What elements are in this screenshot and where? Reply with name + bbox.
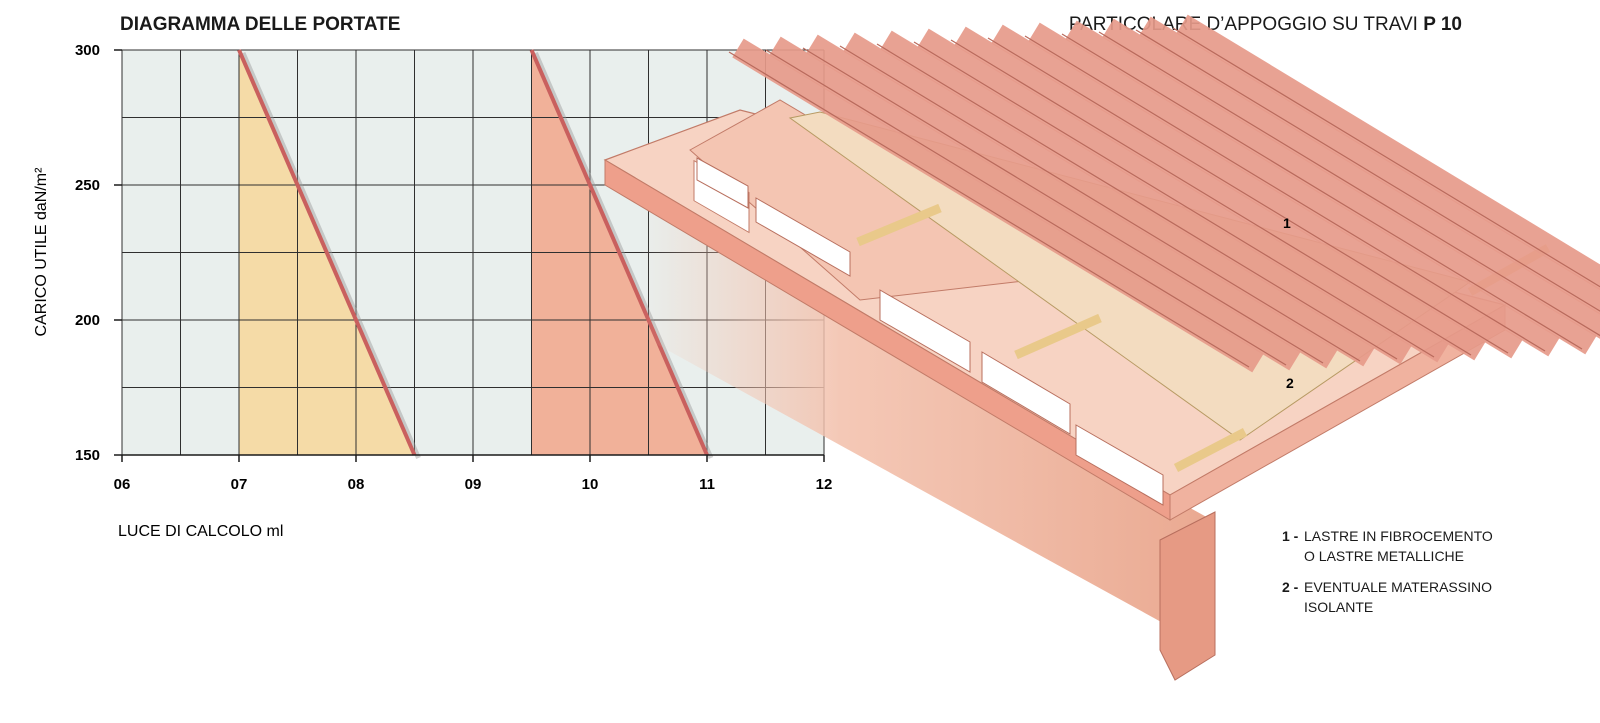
sheet-rib-edge [987, 37, 1509, 354]
sheet-rib-edge [1098, 31, 1600, 337]
roof-detail-drawing: 1 2 [603, 14, 1600, 681]
sheet-rib [954, 26, 1486, 361]
sheet-rib-edge [876, 43, 1398, 360]
sheet-rib [806, 34, 1338, 369]
y-tick-label: 150 [75, 447, 100, 464]
y-axis-label: CARICO UTILE daN/m² [33, 167, 50, 337]
sheet-rib-edge [839, 45, 1361, 362]
detail-title-code: P 10 [1423, 14, 1462, 35]
sheet-rib [1176, 14, 1600, 291]
sheet-rib-edge [913, 41, 1435, 358]
beam-web [640, 205, 1212, 650]
sheet-rib-edge [765, 49, 1287, 366]
sheet-rib-edge [1061, 33, 1583, 350]
batten [1173, 428, 1248, 472]
slab-void [1075, 424, 1164, 506]
sheet-rib [1139, 16, 1600, 315]
callout-1: 1 [1283, 215, 1291, 231]
beam-bottom-flange [1159, 511, 1216, 681]
sheet-rib-edge [1172, 27, 1600, 288]
sheet-rib [732, 38, 1264, 373]
sheet-rib-edge [802, 47, 1324, 364]
x-tick-label: 07 [231, 476, 248, 493]
legend-line: O LASTRE METALLICHE [1304, 548, 1465, 564]
batten [856, 203, 942, 247]
legend-num: 2 - [1282, 579, 1299, 595]
series-2-line [529, 49, 709, 456]
sheet-rib [1028, 22, 1560, 357]
x-tick-label: 06 [114, 476, 131, 493]
legend-item-2: 2 - EVENTUALE MATERASSINO ISOLANTE [1282, 577, 1492, 617]
series-1-line [237, 49, 417, 456]
y-tick-label: 200 [75, 312, 100, 329]
diagram-title: DIAGRAMMA DELLE PORTATE [120, 14, 401, 35]
sheet-rib-edge [728, 51, 1250, 368]
x-axis-label: LUCE DI CALCOLO ml [118, 523, 283, 540]
sheet-rib [769, 36, 1301, 371]
x-tick-label: 10 [582, 476, 599, 493]
legend-line: EVENTUALE MATERASSINO [1304, 579, 1493, 595]
slab-void [879, 289, 971, 373]
y-tick-label: 300 [75, 42, 100, 59]
x-tick-label: 08 [348, 476, 365, 493]
y-tick-label: 250 [75, 177, 100, 194]
callout-2: 2 [1286, 375, 1294, 391]
slab-void [981, 351, 1071, 435]
slab-void [755, 197, 851, 277]
slab-void [696, 157, 749, 209]
legend-line: LASTRE IN FIBROCEMENTO [1304, 528, 1493, 544]
sheet-rib [1102, 18, 1600, 339]
legend-line: ISOLANTE [1304, 599, 1374, 615]
series-2-shadow [533, 52, 714, 459]
sheet-rib-edge [950, 39, 1472, 356]
sheet-rib [843, 32, 1375, 367]
batten [1014, 313, 1102, 360]
sheet-rib [991, 24, 1523, 359]
series-1-shadow [240, 52, 421, 459]
sheet-rib [1065, 20, 1597, 355]
sheet-rib [880, 30, 1412, 365]
sheet-rib-edge [1135, 29, 1600, 312]
x-tick-label: 09 [465, 476, 482, 493]
legend-item-1: 1 - LASTRE IN FIBROCEMENTO O LASTRE METAL… [1282, 526, 1493, 566]
x-tick-label: 11 [699, 476, 715, 493]
sheet-rib [917, 28, 1449, 363]
x-tick-label: 12 [816, 476, 833, 493]
sheet-rib-edge [1024, 35, 1546, 352]
legend-num: 1 - [1282, 528, 1299, 544]
